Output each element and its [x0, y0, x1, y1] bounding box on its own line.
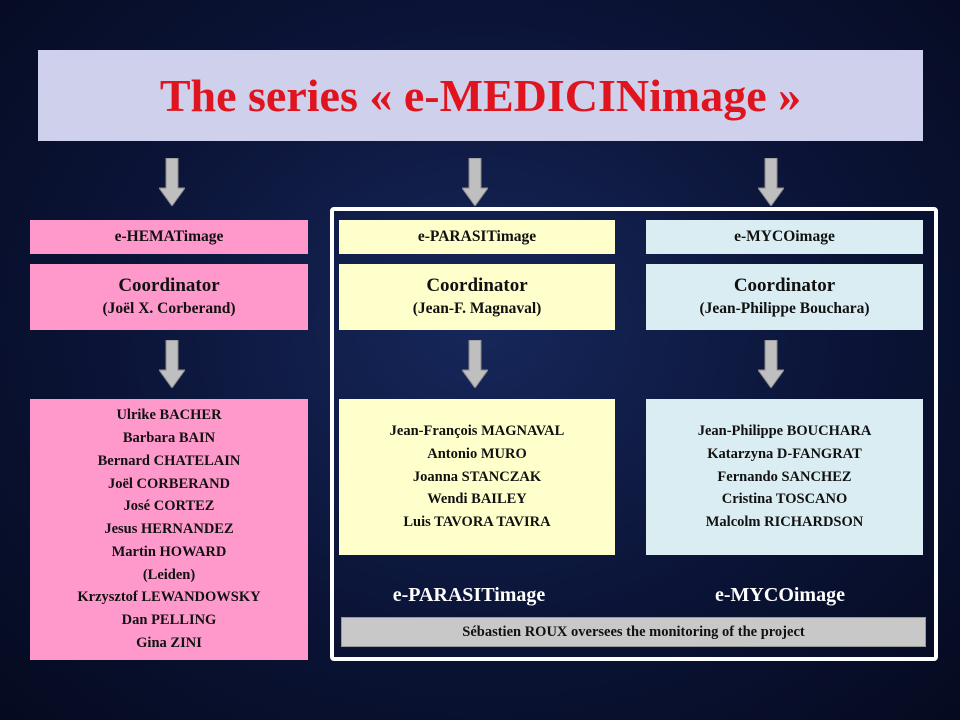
member-name: Fernando SANCHEZ: [717, 468, 852, 485]
down-arrow-icon: [462, 340, 488, 388]
member-name: Antonio MURO: [427, 445, 527, 462]
monitoring-note: Sébastien ROUX oversees the monitoring o…: [462, 623, 805, 640]
parasit-coordinator-box: Coordinator (Jean-F. Magnaval): [339, 264, 615, 330]
member-name: José CORTEZ: [123, 498, 215, 515]
coordinator-name: (Jean-Philippe Bouchara): [699, 300, 870, 317]
down-arrow-icon: [758, 158, 784, 206]
parasit-myco-group-frame: [330, 207, 938, 661]
member-name: Barbara BAIN: [122, 429, 216, 446]
down-arrow-icon: [159, 158, 185, 206]
member-name: Malcolm RICHARDSON: [705, 514, 864, 531]
parasit-footer-label: e-PARASITimage: [392, 584, 546, 606]
member-name: Luis TAVORA TAVIRA: [403, 514, 551, 531]
member-name: Martin HOWARD: [111, 543, 227, 560]
member-name: Joanna STANCZAK: [412, 468, 542, 485]
member-name: Ulrike BACHER: [116, 407, 222, 424]
coordinator-label: Coordinator: [426, 275, 528, 296]
parasit-band: e-PARASITimage: [339, 220, 615, 254]
member-name: Wendi BAILEY: [427, 491, 527, 508]
member-name: Joël CORBERAND: [107, 475, 231, 492]
myco-footer-label: e-MYCOimage: [715, 584, 845, 606]
down-arrow-icon: [159, 340, 185, 388]
myco-band-label: e-MYCOimage: [734, 228, 835, 245]
member-name: Jean-François MAGNAVAL: [389, 423, 565, 439]
down-arrow-icon: [758, 340, 784, 388]
down-arrow-icon: [462, 158, 488, 206]
myco-members-box: Jean-Philippe BOUCHARA Katarzyna D-FANGR…: [646, 399, 923, 555]
myco-band: e-MYCOimage: [646, 220, 923, 254]
member-name: Gina ZINI: [136, 635, 202, 652]
member-name: Dan PELLING: [121, 612, 217, 629]
parasit-members-box: Jean-François MAGNAVAL Antonio MURO Joan…: [339, 399, 615, 555]
diagram-title: The series « e-MEDICINimage »: [159, 70, 802, 121]
title-banner: The series « e-MEDICINimage »: [38, 50, 923, 141]
hemat-band: e-HEMATimage: [30, 220, 308, 254]
coordinator-label: Coordinator: [733, 275, 836, 296]
coordinator-name: (Joël X. Corberand): [102, 300, 236, 317]
member-name: Krzysztof LEWANDOWSKY: [77, 589, 261, 606]
myco-coordinator-box: Coordinator (Jean-Philippe Bouchara): [646, 264, 923, 330]
hemat-coordinator-box: Coordinator (Joël X. Corberand): [30, 264, 308, 330]
member-name: Cristina TOSCANO: [721, 491, 848, 508]
member-name: Katarzyna D-FANGRAT: [707, 445, 862, 462]
parasit-band-label: e-PARASITimage: [417, 228, 537, 245]
hemat-band-label: e-HEMATimage: [114, 228, 224, 245]
member-name: Bernard CHATELAIN: [97, 452, 241, 469]
hemat-members-box: Ulrike BACHER Barbara BAIN Bernard CHATE…: [30, 399, 308, 660]
coordinator-name: (Jean-F. Magnaval): [412, 300, 542, 317]
coordinator-label: Coordinator: [118, 275, 220, 296]
member-name: Jesus HERNANDEZ: [104, 521, 234, 538]
monitoring-note-bar: Sébastien ROUX oversees the monitoring o…: [341, 617, 926, 647]
member-name: Jean-Philippe BOUCHARA: [697, 423, 872, 439]
member-name: (Leiden): [142, 566, 196, 583]
